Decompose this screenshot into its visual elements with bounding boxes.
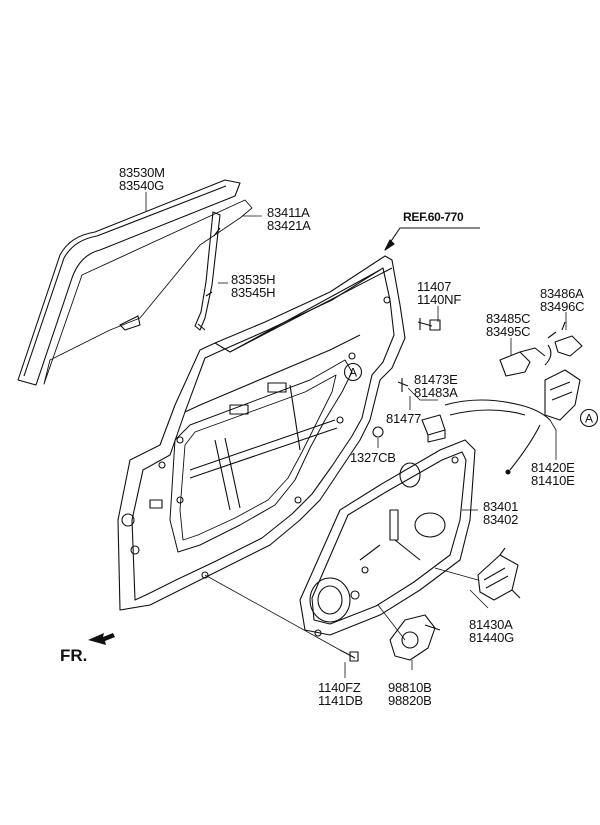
lock-actuator: [477, 547, 521, 601]
callout-a-left: [343, 362, 363, 382]
front-arrow-icon: [88, 633, 115, 645]
label-bumper[interactable]: 81477: [386, 411, 422, 426]
label-grommet[interactable]: 1327CB: [350, 450, 396, 465]
striker-parts: [499, 321, 583, 377]
screw-part: [339, 649, 359, 662]
door-glass: [17, 179, 253, 386]
callout-a-left-text: A: [349, 366, 357, 380]
front-direction-label: FR.: [60, 646, 88, 665]
bolt-part: [417, 318, 441, 331]
door-module: [299, 439, 476, 637]
reference-label[interactable]: REF.60-770: [403, 210, 464, 224]
callout-a-right: [579, 408, 599, 428]
ref-leader: [384, 227, 480, 251]
grommet-part: [372, 426, 384, 438]
leader-lines: [145, 192, 567, 678]
window-motor: [389, 614, 441, 661]
glass-run-channel: [194, 211, 221, 331]
latch-assembly: [444, 344, 581, 475]
door-panel: [117, 255, 406, 611]
callout-a-right-text: A: [585, 412, 593, 426]
clip-part: [397, 378, 446, 443]
